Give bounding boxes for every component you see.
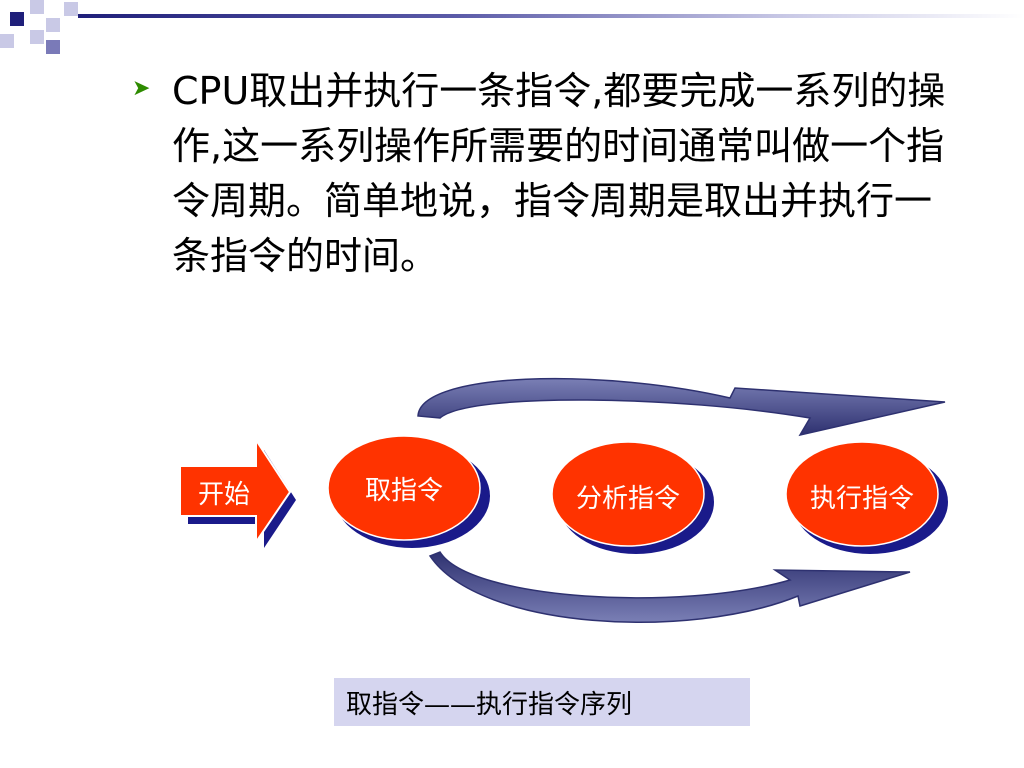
bottom-curved-arrow xyxy=(428,551,911,623)
node-fetch-shape xyxy=(327,435,490,548)
start-label: 开始 xyxy=(197,480,250,510)
top-curved-arrow xyxy=(417,377,946,437)
node-execute-label: 执行指令 xyxy=(809,484,914,514)
bullet-text: CPU取出并执行一条指令,都要完成一系列的操作,这一系列操作所需要的时间通常叫做… xyxy=(172,69,946,278)
node-decode-label: 分析指令 xyxy=(575,484,680,514)
node-execute-shape xyxy=(785,441,948,554)
corner-decoration xyxy=(0,0,90,60)
caption-box: 取指令——执行指令序列 xyxy=(334,678,750,726)
start-arrow-shape xyxy=(179,436,296,548)
bullet-arrow-icon: ➤ xyxy=(132,76,151,101)
header-rule xyxy=(78,14,1024,18)
node-decode-shape xyxy=(551,441,714,554)
node-fetch-label: 取指令 xyxy=(364,476,443,506)
caption-text: 取指令——执行指令序列 xyxy=(346,690,633,720)
